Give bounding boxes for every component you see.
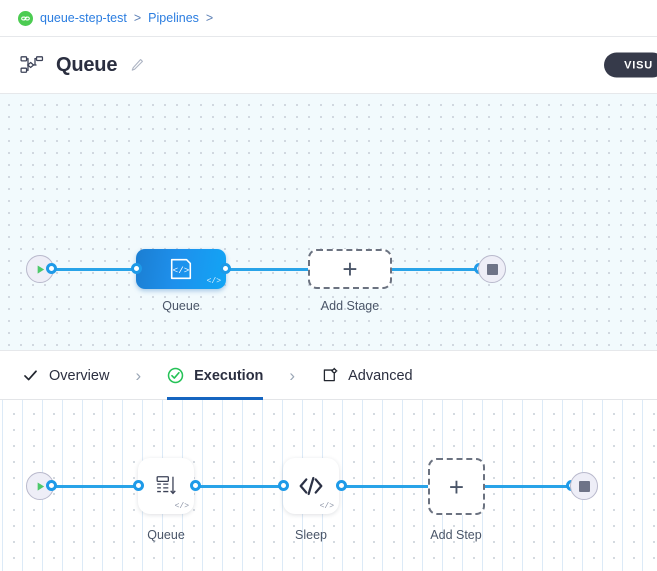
step-start-port[interactable] [46, 480, 57, 491]
wire-addstep-to-end [482, 485, 576, 488]
add-step-node-label: Add Step [430, 528, 482, 542]
breadcrumb-item-pipelines[interactable]: Pipelines [148, 11, 199, 25]
wire-queue-to-sleep [192, 485, 288, 488]
breadcrumb-separator-2: > [205, 11, 214, 25]
project-link-icon [18, 10, 33, 26]
tab-separator-2: › [289, 365, 296, 385]
code-brackets-icon [299, 476, 323, 496]
step-node-sleep-badge: </> [319, 502, 334, 511]
box-gear-icon [323, 367, 338, 382]
wire-queue-to-addstage [222, 268, 314, 271]
breadcrumb-separator: > [133, 11, 142, 25]
play-icon [37, 481, 44, 491]
stage-start-port[interactable] [46, 263, 57, 274]
stage-canvas[interactable]: </> </> Queue + Add Stage [0, 94, 657, 351]
step-node-queue-badge: </> [174, 502, 189, 511]
step-node-sleep-label: Sleep [295, 528, 327, 542]
tab-execution-label: Execution [194, 367, 264, 384]
step-node-sleep[interactable]: </> [283, 458, 339, 514]
wire-start-to-queue [48, 268, 140, 271]
wire-addstage-to-end [388, 268, 484, 271]
wire-sleep-to-addstep [338, 485, 432, 488]
pipeline-diagram-icon [20, 55, 44, 75]
plus-icon: + [448, 471, 465, 502]
page-titlebar: Queue VISU [0, 37, 657, 94]
stop-square-icon [578, 480, 590, 492]
wire-start-to-queue-step [48, 485, 142, 488]
svg-text:</>: </> [173, 265, 190, 276]
script-code-icon: </> [170, 258, 192, 280]
step-node-queue[interactable]: </> [138, 458, 194, 514]
add-step-node[interactable]: + [428, 458, 485, 515]
plus-icon: + [342, 254, 358, 284]
tab-overview[interactable]: Overview [22, 352, 109, 400]
step-queue-in-port[interactable] [133, 480, 144, 491]
tab-separator-1: › [135, 365, 142, 385]
play-icon [37, 264, 44, 274]
step-queue-out-port[interactable] [190, 480, 201, 491]
execution-tabstrip: Overview › Execution › Advanced [0, 352, 657, 400]
step-end-node[interactable] [570, 472, 598, 500]
add-stage-node[interactable]: + [308, 249, 392, 289]
add-stage-node-label: Add Stage [320, 299, 380, 313]
check-icon [24, 370, 37, 381]
stage-node-queue[interactable]: </> </> [136, 249, 226, 289]
tab-advanced-label: Advanced [348, 367, 413, 384]
stage-end-node[interactable] [478, 255, 506, 283]
breadcrumb-item-project[interactable]: queue-step-test [40, 11, 127, 25]
check-circle-icon [167, 367, 184, 384]
stage-queue-in-port[interactable] [131, 263, 142, 274]
page-title: Queue [56, 53, 118, 76]
step-canvas[interactable]: </> Queue </> Sleep + Add Step [0, 400, 657, 571]
tab-execution[interactable]: Execution [167, 352, 264, 400]
tab-overview-label: Overview [49, 367, 110, 384]
stage-node-queue-badge: </> [206, 277, 221, 286]
visualize-button[interactable]: VISU [604, 52, 657, 78]
step-node-queue-label: Queue [147, 528, 185, 542]
breadcrumb: queue-step-test > Pipelines > [0, 0, 657, 37]
pencil-icon[interactable] [129, 57, 145, 73]
stage-queue-out-port[interactable] [220, 263, 231, 274]
step-sleep-out-port[interactable] [336, 480, 347, 491]
stage-node-queue-label: Queue [162, 299, 200, 313]
queue-stack-icon [156, 476, 176, 495]
stop-square-icon [486, 263, 498, 275]
tab-advanced[interactable]: Advanced [321, 352, 413, 400]
step-sleep-in-port[interactable] [278, 480, 289, 491]
